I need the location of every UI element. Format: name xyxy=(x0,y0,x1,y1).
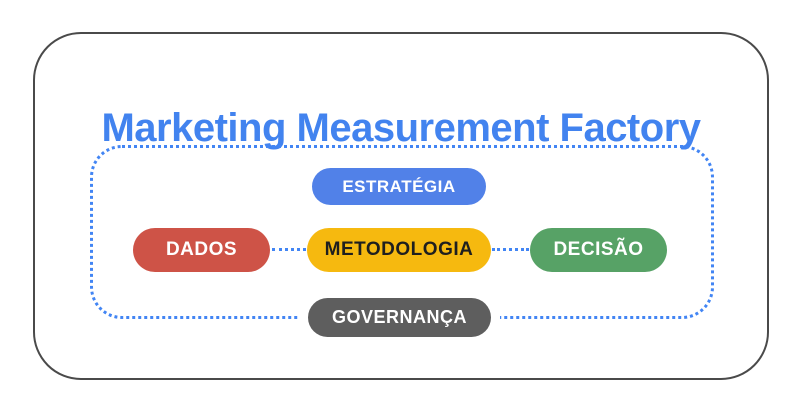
pill-governanca-label: GOVERNANÇA xyxy=(331,307,467,327)
pill-dados-label: DADOS xyxy=(165,239,238,260)
pill-estrategia-label: ESTRATÉGIA xyxy=(342,176,456,196)
pill-decisao-label: DECISÃO xyxy=(553,239,644,260)
pill-metodologia-label: METODOLOGIA xyxy=(324,239,474,260)
pill-dados: DADOS xyxy=(133,228,270,272)
page-title: Marketing Measurement Factory xyxy=(101,106,701,150)
pill-decisao: DECISÃO xyxy=(530,228,667,272)
connector-dados-metodologia xyxy=(272,248,306,251)
pill-governanca: GOVERNANÇA xyxy=(308,298,491,337)
pill-metodologia: METODOLOGIA xyxy=(307,228,491,272)
connector-metodologia-decisao xyxy=(492,248,529,251)
pill-estrategia: ESTRATÉGIA xyxy=(312,168,486,205)
